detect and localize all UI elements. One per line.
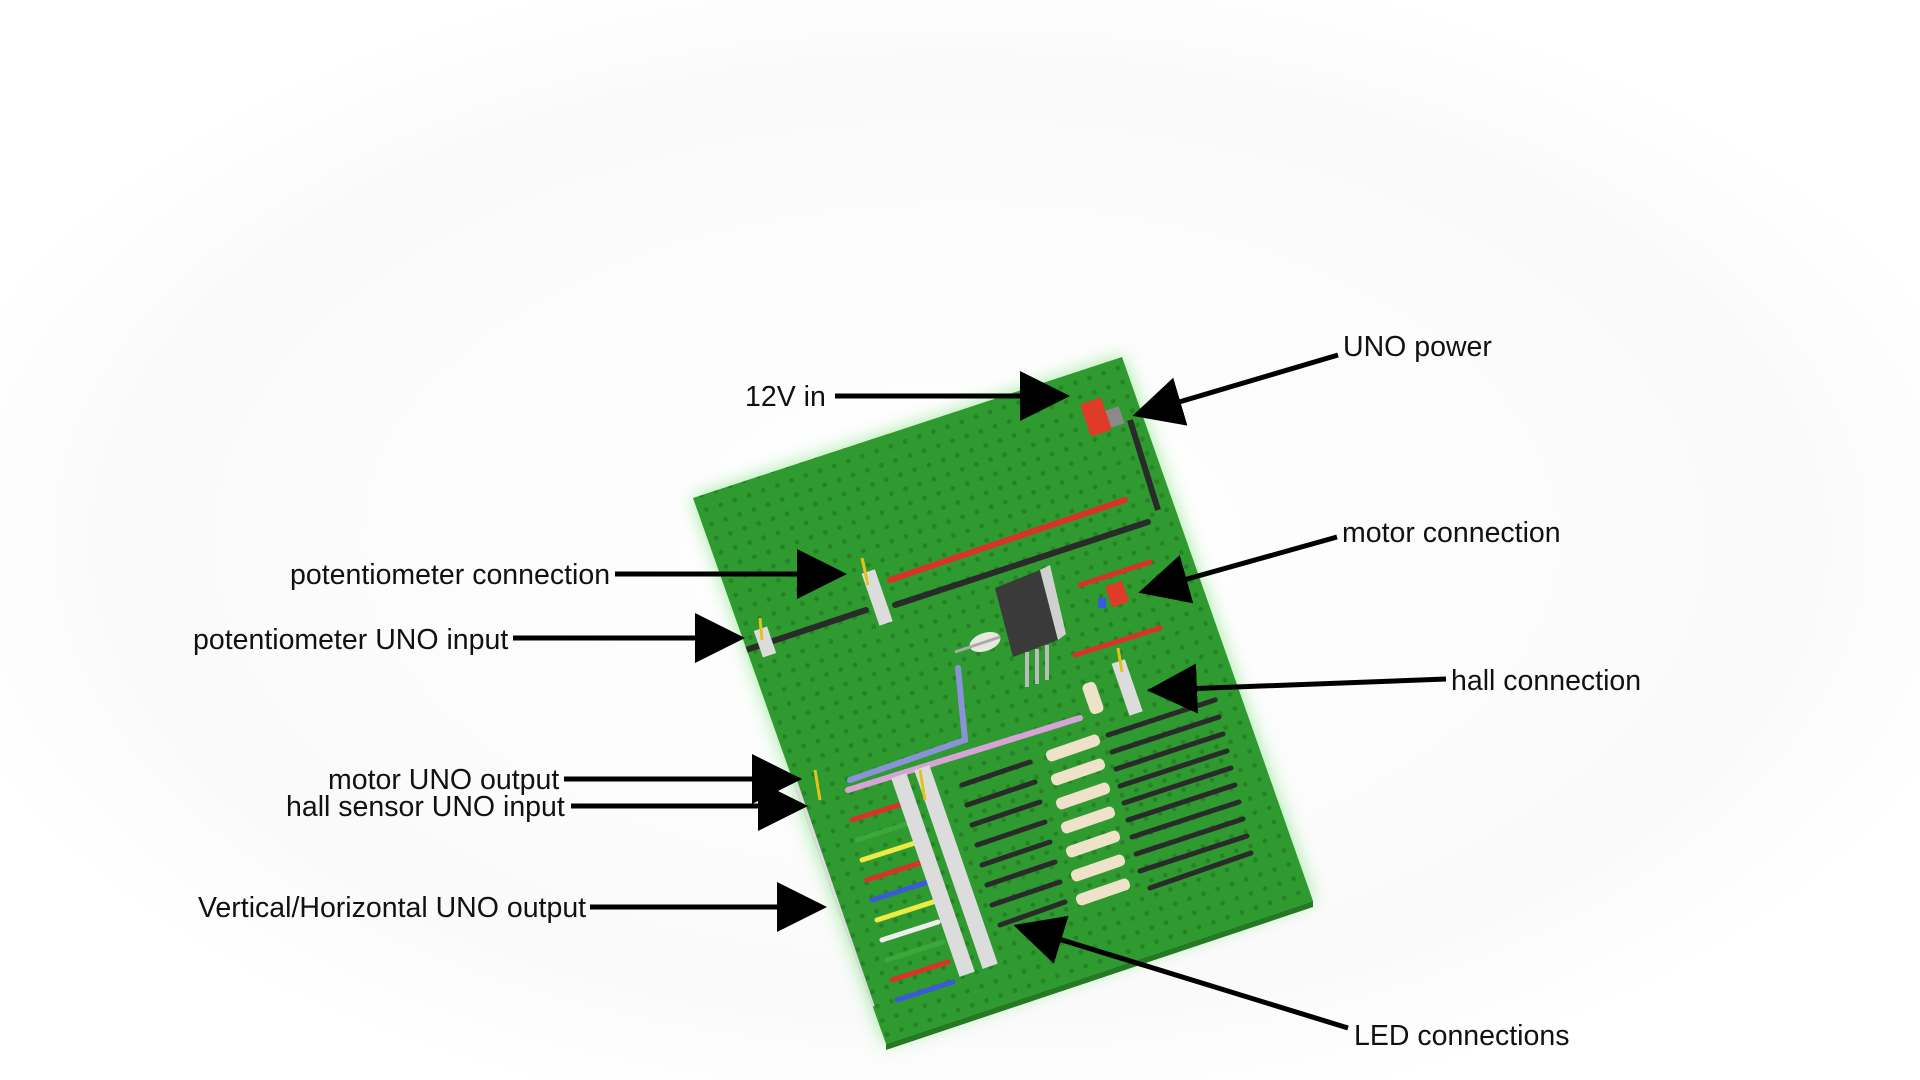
annotation-potentiometer-connection: potentiometer connection <box>290 549 847 599</box>
annotation-12v-in: 12V in <box>745 371 1070 421</box>
capacitor <box>954 632 1001 654</box>
annotation-uno-power: UNO power <box>1132 331 1492 426</box>
blue-jumper <box>847 665 969 783</box>
label-hall-connection: hall connection <box>1451 665 1641 697</box>
label-uno-power: UNO power <box>1343 331 1492 363</box>
arrow-led-connections <box>1013 915 1349 1031</box>
annotation-vertical-horizontal-uno-output: Vertical/Horizontal UNO output <box>198 882 827 932</box>
resistor <box>1082 681 1104 715</box>
red-trace <box>887 497 1128 583</box>
label-motor-uno-output: motor UNO output <box>328 764 559 796</box>
label-motor-connection: motor connection <box>1342 517 1561 549</box>
red-trace <box>1072 625 1163 658</box>
annotation-hall-connection: hall connection <box>1147 663 1641 714</box>
annotation-motor-uno-output: motor UNO output <box>328 754 802 804</box>
board-holes <box>693 357 1313 1044</box>
led-wire-block <box>849 799 956 1003</box>
voltage-regulator <box>995 565 1066 687</box>
led-resistor-column <box>1045 734 1131 906</box>
arrow-motor-connection <box>1138 534 1338 604</box>
red-trace <box>1077 559 1153 588</box>
pink-jumper <box>845 715 1083 793</box>
annotation-potentiometer-uno-input: potentiometer UNO input <box>193 613 745 663</box>
annotation-motor-connection: motor connection <box>1138 517 1561 604</box>
label-vertical-horizontal-uno-output: Vertical/Horizontal UNO output <box>198 892 586 924</box>
label-hall-sensor-uno-input: hall sensor UNO input <box>286 791 565 823</box>
label-12v-in: 12V in <box>745 381 826 413</box>
label-potentiometer-uno-input: potentiometer UNO input <box>193 624 508 656</box>
middle-trace-block <box>959 759 1068 928</box>
power-trace <box>1127 419 1161 511</box>
label-led-connections: LED connections <box>1354 1020 1569 1052</box>
annotation-led-connections: LED connections <box>1013 915 1569 1052</box>
arrow-uno-power <box>1132 352 1339 426</box>
board-edge <box>886 901 1313 1050</box>
annotation-hall-sensor-uno-input: hall sensor UNO input <box>286 781 808 831</box>
red-connectors <box>1080 397 1129 608</box>
arrow-hall-connection <box>1147 663 1447 714</box>
dark-trace <box>892 519 1151 608</box>
label-potentiometer-connection: potentiometer connection <box>290 559 610 591</box>
